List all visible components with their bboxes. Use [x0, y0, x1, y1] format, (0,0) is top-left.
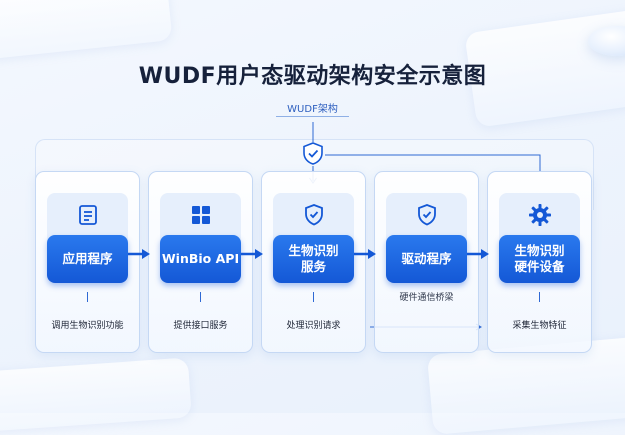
diagram-title: WUDF用户态驱动架构安全示意图 [138, 64, 487, 89]
card-tick [87, 292, 88, 302]
top-shield-icon [303, 142, 323, 165]
component-card-biometric-service: 生物识别 服务 处理识别请求 [261, 171, 366, 353]
component-card-application: 应用程序 调用生物识别功能 [35, 171, 140, 353]
flow-arrow-1 [128, 249, 150, 259]
gear-icon [528, 204, 551, 226]
winbio-api-button[interactable]: WinBio API [160, 235, 241, 283]
card-tile: 生物识别 硬件设备 [499, 193, 580, 283]
card-footer: 调用生物识别功能 [51, 321, 124, 331]
biometric-hardware-button[interactable]: 生物识别 硬件设备 [499, 235, 580, 283]
flow-arrow-3 [354, 249, 376, 259]
component-card-driver: 驱动程序 硬件通信桥梁 [374, 171, 479, 353]
card-tile: 应用程序 [47, 193, 128, 283]
subtitle-underline [276, 116, 349, 117]
document-icon [78, 205, 97, 225]
application-button[interactable]: 应用程序 [47, 235, 128, 283]
card-note: 硬件通信桥梁 [399, 293, 454, 303]
card-footer: 提供接口服务 [173, 321, 228, 331]
driver-button[interactable]: 驱动程序 [386, 235, 467, 283]
card-footer: 处理识别请求 [286, 321, 341, 331]
shield-check-icon [417, 204, 436, 226]
card-tile: 驱动程序 [386, 193, 467, 283]
card-tick [539, 292, 540, 302]
card-tile: WinBio API [160, 193, 241, 283]
diagram-subtitle: WUDF架构 [287, 104, 338, 115]
card-footer: 采集生物特征 [512, 321, 567, 331]
card-tick [200, 292, 201, 302]
windows-logo-icon [191, 206, 210, 224]
card-tick [313, 292, 314, 302]
shield-check-icon [304, 204, 323, 226]
component-card-winbio-api: WinBio API 提供接口服务 [148, 171, 253, 353]
feedback-connector-line [325, 154, 541, 171]
flow-arrow-4 [467, 249, 489, 259]
biometric-service-button[interactable]: 生物识别 服务 [273, 235, 354, 283]
card-tile: 生物识别 服务 [273, 193, 354, 283]
component-card-biometric-hardware: 生物识别 硬件设备 采集生物特征 [487, 171, 592, 353]
flow-arrow-2 [241, 249, 263, 259]
